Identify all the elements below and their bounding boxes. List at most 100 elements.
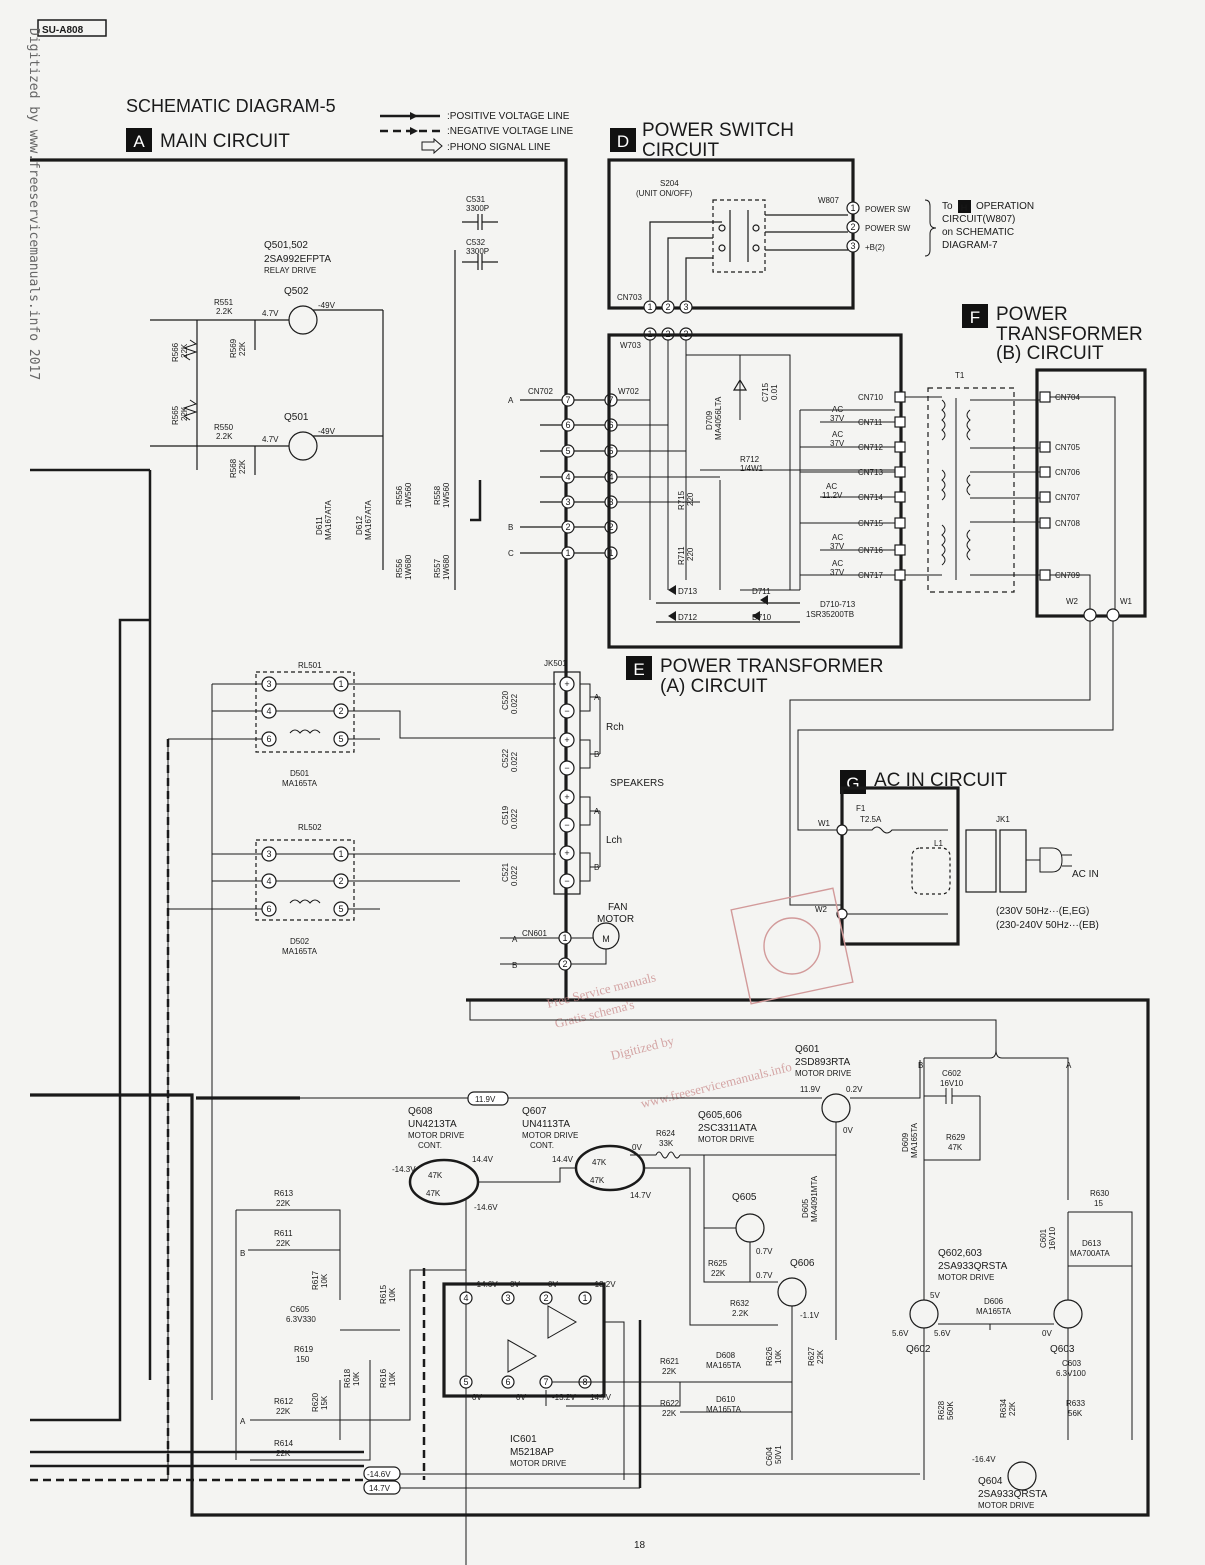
svg-text:Q605,606: Q605,606 — [698, 1110, 742, 1121]
svg-text:Rch: Rch — [606, 722, 624, 733]
svg-text:Q605: Q605 — [732, 1192, 757, 1203]
svg-text:C519: C519 — [501, 805, 510, 825]
svg-text:−: − — [564, 763, 569, 773]
svg-text:W2: W2 — [815, 905, 828, 914]
svg-text:MOTOR DRIVE: MOTOR DRIVE — [510, 1459, 566, 1468]
svg-text:M5218AP: M5218AP — [510, 1447, 554, 1458]
svg-text:37V: 37V — [830, 414, 845, 423]
svg-text:37V: 37V — [830, 542, 845, 551]
diagram-title: SCHEMATIC DIAGRAM-5 — [126, 96, 336, 116]
q604-transistor — [1007, 1461, 1037, 1491]
svg-text:10K: 10K — [320, 1273, 329, 1288]
svg-text:3300P: 3300P — [466, 204, 489, 213]
svg-text:5: 5 — [565, 446, 570, 456]
svg-text:R715: R715 — [677, 490, 686, 510]
svg-text:1: 1 — [338, 849, 343, 859]
svg-text:CN705: CN705 — [1055, 443, 1080, 452]
svg-text:0V: 0V — [1042, 1329, 1052, 1338]
svg-text:2: 2 — [338, 876, 343, 886]
svg-text:3300P: 3300P — [466, 247, 489, 256]
svg-text:CIRCUIT(W807): CIRCUIT(W807) — [942, 214, 1015, 225]
svg-text:(UNIT ON/OFF): (UNIT ON/OFF) — [636, 189, 693, 198]
svg-text:MOTOR DRIVE: MOTOR DRIVE — [522, 1131, 578, 1140]
svg-text:4: 4 — [266, 876, 271, 886]
svg-text:R613: R613 — [274, 1189, 294, 1198]
svg-text:2.2K: 2.2K — [216, 307, 233, 316]
svg-text:0.022: 0.022 — [510, 808, 519, 829]
svg-text:RELAY DRIVE: RELAY DRIVE — [264, 266, 316, 275]
svg-text:2SA933QRSTA: 2SA933QRSTA — [938, 1261, 1008, 1272]
svg-text:A: A — [1066, 1061, 1072, 1070]
svg-text:R626: R626 — [765, 1346, 774, 1366]
q606-transistor — [777, 1277, 807, 1307]
svg-text:D612: D612 — [355, 515, 364, 535]
svg-text:C521: C521 — [501, 862, 510, 882]
svg-text:2: 2 — [338, 706, 343, 716]
svg-text:6: 6 — [565, 420, 570, 430]
svg-text:22K: 22K — [238, 459, 247, 474]
svg-text:15: 15 — [1094, 1199, 1103, 1208]
svg-text:3: 3 — [266, 849, 271, 859]
svg-text:-16.4V: -16.4V — [972, 1455, 996, 1464]
q602-transistor — [909, 1299, 939, 1329]
svg-text:A: A — [512, 935, 518, 944]
svg-text:22K: 22K — [276, 1407, 291, 1416]
svg-text:R551: R551 — [214, 298, 234, 307]
svg-text:CONT.: CONT. — [418, 1141, 442, 1150]
jk501-speaker-terminal[interactable] — [553, 671, 581, 895]
s204-switch[interactable] — [712, 199, 766, 273]
svg-text:+B(2): +B(2) — [865, 243, 885, 252]
svg-text:3: 3 — [266, 679, 271, 689]
svg-text:47K: 47K — [948, 1143, 963, 1152]
svg-text:POWER SW: POWER SW — [865, 224, 911, 233]
svg-text:22K: 22K — [662, 1409, 677, 1418]
svg-text:R632: R632 — [730, 1299, 750, 1308]
svg-text:MOTOR DRIVE: MOTOR DRIVE — [408, 1131, 464, 1140]
svg-text:R556: R556 — [395, 558, 404, 578]
svg-text:4: 4 — [266, 706, 271, 716]
main-circuit-border-top — [30, 158, 568, 1000]
svg-text:Q501,502: Q501,502 — [264, 240, 308, 251]
svg-text:0.022: 0.022 — [510, 751, 519, 772]
svg-text:R619: R619 — [294, 1345, 314, 1354]
svg-text:B: B — [508, 523, 513, 532]
svg-text:2SA933QRSTA: 2SA933QRSTA — [978, 1489, 1048, 1500]
svg-text:22K: 22K — [276, 1449, 291, 1458]
svg-text:D501: D501 — [290, 769, 310, 778]
model-tag-box — [37, 19, 107, 37]
svg-text:MA165TA: MA165TA — [706, 1405, 742, 1414]
svg-text:2: 2 — [665, 302, 670, 312]
svg-text:2SC3311ATA: 2SC3311ATA — [698, 1123, 757, 1134]
svg-text:22K: 22K — [276, 1239, 291, 1248]
svg-text:50V1: 50V1 — [774, 1445, 783, 1464]
svg-text:47K: 47K — [426, 1189, 441, 1198]
svg-text:CN703: CN703 — [617, 293, 642, 302]
svg-text:D711: D711 — [752, 587, 771, 596]
svg-text:2: 2 — [608, 522, 613, 532]
svg-text:6: 6 — [608, 420, 613, 430]
svg-text:D502: D502 — [290, 937, 310, 946]
svg-text:7: 7 — [565, 395, 570, 405]
svg-text:R711: R711 — [677, 546, 686, 565]
svg-text:11.9V: 11.9V — [475, 1095, 496, 1104]
svg-text:56K: 56K — [1068, 1409, 1083, 1418]
svg-text:AC: AC — [832, 533, 843, 542]
model-tag: SU-A808 — [42, 25, 84, 36]
svg-text:D609: D609 — [901, 1132, 910, 1152]
svg-text:560K: 560K — [946, 1401, 955, 1420]
svg-text:1W560: 1W560 — [404, 482, 413, 508]
svg-text:Q603: Q603 — [1050, 1344, 1075, 1355]
power-switch-box — [607, 158, 855, 310]
svg-text:(230V 50Hz···(E,EG): (230V 50Hz···(E,EG) — [996, 906, 1089, 917]
svg-text:CONT.: CONT. — [530, 1141, 554, 1150]
svg-text:H: H — [961, 203, 968, 213]
svg-text:T2.5A: T2.5A — [860, 815, 882, 824]
svg-text:2: 2 — [543, 1293, 548, 1303]
section-a-title: MAIN CIRCUIT — [160, 131, 290, 152]
svg-text:3: 3 — [850, 241, 855, 251]
svg-text:D611: D611 — [315, 516, 324, 535]
svg-text:5: 5 — [338, 734, 343, 744]
t1-transformer-outline — [927, 387, 1015, 593]
svg-text:37V: 37V — [830, 439, 845, 448]
